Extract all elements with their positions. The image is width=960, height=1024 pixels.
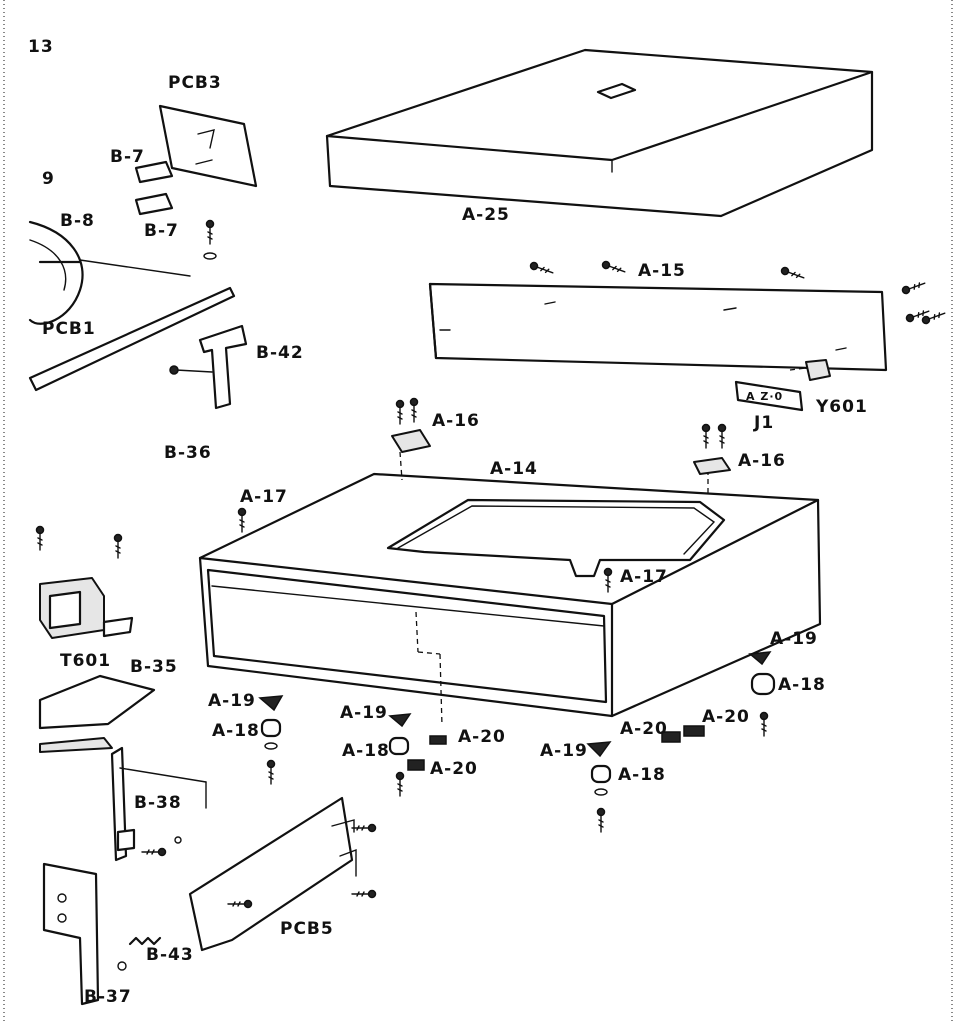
label-pcb3: PCB3 xyxy=(168,73,222,93)
spring-b43 xyxy=(128,936,162,946)
label-a18-left: A-18 xyxy=(212,721,260,741)
label-a19-right: A-19 xyxy=(770,629,818,649)
label-b38: B-38 xyxy=(134,793,182,813)
label-b9: 9 xyxy=(42,169,55,189)
svg-text:A Z·0: A Z·0 xyxy=(746,390,783,403)
rear-panel-a15 xyxy=(428,259,947,372)
label-a17-left: A-17 xyxy=(240,487,288,507)
connector-b7-lower xyxy=(134,192,174,216)
label-a16-right: A-16 xyxy=(738,451,786,471)
label-j1: J1 xyxy=(753,413,774,433)
transformer-t601 xyxy=(35,525,134,639)
label-a19-left: A-19 xyxy=(208,691,256,711)
label-top-left: 13 xyxy=(28,37,54,57)
label-t601: T601 xyxy=(60,651,111,671)
jack-board-j1: A Z·0 xyxy=(734,380,804,412)
label-a19-midright: A-19 xyxy=(540,741,588,761)
crystal-y601 xyxy=(789,359,831,381)
bracket-b35 xyxy=(38,674,156,753)
foot-assembly-left xyxy=(258,695,284,785)
label-b36: B-36 xyxy=(164,443,212,463)
label-a20-mid-lower: A-20 xyxy=(430,759,478,779)
label-b37: B-37 xyxy=(84,987,132,1007)
label-b42: B-42 xyxy=(256,343,304,363)
cabinet-a14 xyxy=(198,451,822,727)
pcb1-board xyxy=(28,219,236,392)
bracket-b42 xyxy=(169,324,248,410)
label-a20-right-b: A-20 xyxy=(702,707,750,727)
label-pcb1: PCB1 xyxy=(42,319,96,339)
label-y601: Y601 xyxy=(815,397,868,417)
label-b7-upper: B-7 xyxy=(110,147,145,167)
label-a20-mid-upper: A-20 xyxy=(458,727,506,747)
label-a16-left: A-16 xyxy=(432,411,480,431)
label-b7-lower: B-7 xyxy=(144,221,179,241)
clamp-a16-left xyxy=(391,397,431,453)
label-a19-mid: A-19 xyxy=(340,703,388,723)
bracket-b37 xyxy=(42,862,127,1006)
label-b35: B-35 xyxy=(130,657,178,677)
foot-assembly-right xyxy=(661,651,776,743)
bracket-b38 xyxy=(110,746,207,862)
label-a20-right-a: A-20 xyxy=(620,719,668,739)
connector-b7-upper xyxy=(134,160,174,184)
label-a18-right: A-18 xyxy=(778,675,826,695)
label-a15: A-15 xyxy=(638,261,686,281)
dust-cover-a25 xyxy=(325,48,874,218)
pcb3-board xyxy=(158,104,258,188)
label-b43: B-43 xyxy=(146,945,194,965)
clamp-a16-right xyxy=(693,423,731,475)
label-b8: B-8 xyxy=(60,211,95,231)
label-pcb5: PCB5 xyxy=(280,919,334,939)
label-a18-midright: A-18 xyxy=(618,765,666,785)
label-a25: A-25 xyxy=(462,205,510,225)
label-a18-mid: A-18 xyxy=(342,741,390,761)
pcb5-board xyxy=(188,796,377,952)
label-a17-right: A-17 xyxy=(620,567,668,587)
foot-assembly-midright xyxy=(586,741,612,833)
label-a14: A-14 xyxy=(490,459,538,479)
foot-assembly-mid xyxy=(388,713,447,797)
